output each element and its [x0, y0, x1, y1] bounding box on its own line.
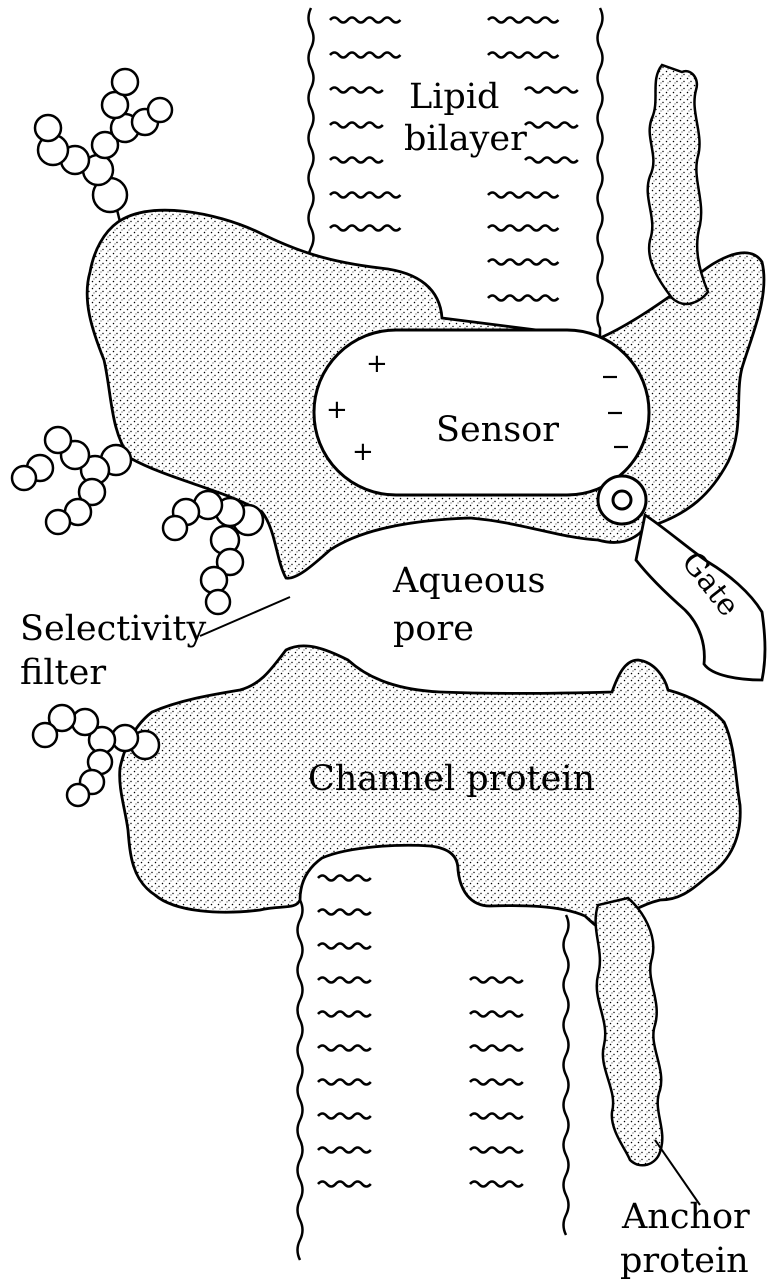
- lipid-bilayer-label-line1: Lipid: [409, 77, 499, 117]
- anchor-protein-leader: [655, 1140, 700, 1205]
- sugar-chain-middle: [12, 427, 131, 534]
- sensor-label: Sensor: [436, 410, 559, 450]
- lower-bilayer-left-edge: [298, 880, 303, 1260]
- lower-bilayer-right-edge: [564, 915, 569, 1235]
- aqueous-pore-label-line1: Aqueous: [392, 561, 546, 601]
- anchor-protein-label-line2: protein: [620, 1241, 749, 1281]
- upper-bilayer-right-edge: [598, 8, 603, 342]
- voltage-sensor: + + + Sensor: [314, 330, 649, 495]
- anchor-protein-label-line1: Anchor: [621, 1197, 750, 1237]
- channel-protein-label: Channel protein: [308, 759, 595, 799]
- lower-lipid-bilayer: [298, 876, 569, 1261]
- aqueous-pore-label-line2: pore: [393, 609, 474, 649]
- sugar-chain-lower: [163, 491, 263, 614]
- lower-anchor-strand: [596, 898, 663, 1165]
- sensor-plus-3: +: [352, 437, 374, 467]
- upper-bilayer-left-edge: [309, 8, 314, 278]
- selectivity-filter-label-line1: Selectivity: [20, 609, 206, 649]
- sugar-chain-top: [35, 69, 172, 222]
- gate-hinge-inner: [613, 491, 631, 509]
- sensor-plus-2: +: [326, 395, 348, 425]
- lipid-bilayer-label-line2: bilayer: [404, 119, 527, 159]
- sensor-plus-1: +: [366, 349, 388, 379]
- selectivity-filter-label-line2: filter: [20, 653, 106, 693]
- upper-anchor-strand: [648, 65, 708, 304]
